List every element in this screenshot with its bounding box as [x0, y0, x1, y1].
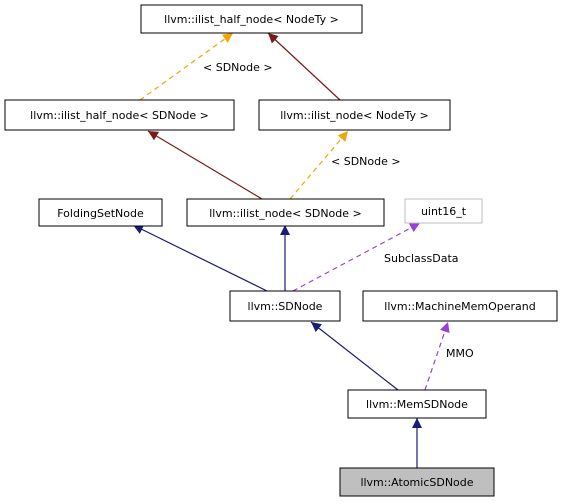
edge-label-ilist-template-arg: < SDNode >	[331, 155, 401, 168]
edge-half-sdnode-to-half-nodety	[139, 32, 234, 101]
edge-ilist-nodety-to-half-nodety	[267, 32, 341, 101]
node-ilist-node-sdnode[interactable]: llvm::ilist_node< SDNode >	[186, 198, 385, 227]
node-label: uint16_t	[421, 205, 467, 218]
edge-memsdnode-to-mmo	[424, 321, 450, 391]
node-label: llvm::ilist_node< SDNode >	[209, 207, 362, 220]
node-label: llvm::ilist_node< NodeTy >	[280, 109, 429, 122]
node-ilist-half-node-sdnode[interactable]: llvm::ilist_half_node< SDNode >	[4, 99, 235, 131]
node-mem-sdnode[interactable]: llvm::MemSDNode	[347, 389, 487, 419]
edge-sdnode-to-foldingsetnode	[132, 224, 268, 292]
edge-memsdnode-to-sdnode	[310, 321, 399, 391]
edge-ilist-sdnode-to-half-sdnode	[147, 130, 263, 200]
node-ilist-half-node-nodety[interactable]: llvm::ilist_half_node< NodeTy >	[140, 4, 363, 34]
node-label: llvm::ilist_half_node< SDNode >	[30, 109, 209, 122]
node-sdnode[interactable]: llvm::SDNode	[229, 290, 341, 322]
node-label: llvm::SDNode	[248, 300, 323, 313]
node-uint16-t[interactable]: uint16_t	[404, 198, 483, 224]
edge-ilist-sdnode-to-ilist-nodety	[289, 130, 349, 200]
edge-sdnode-to-uint16	[292, 222, 421, 292]
node-label: llvm::MachineMemOperand	[384, 300, 535, 313]
edge-label-mmo: MMO	[446, 347, 474, 360]
node-ilist-node-nodety[interactable]: llvm::ilist_node< NodeTy >	[258, 99, 451, 131]
node-label: llvm::AtomicSDNode	[360, 476, 473, 489]
node-atomic-sdnode[interactable]: llvm::AtomicSDNode	[339, 467, 495, 497]
node-label: FoldingSetNode	[57, 207, 144, 220]
node-label: llvm::ilist_half_node< NodeTy >	[164, 13, 339, 26]
node-machine-mem-operand[interactable]: llvm::MachineMemOperand	[362, 290, 558, 322]
node-label: llvm::MemSDNode	[366, 398, 468, 411]
edge-label-subclass-data: SubclassData	[384, 252, 459, 265]
node-folding-set-node[interactable]: FoldingSetNode	[38, 198, 163, 227]
edge-label-half-template-arg: < SDNode >	[203, 61, 273, 74]
